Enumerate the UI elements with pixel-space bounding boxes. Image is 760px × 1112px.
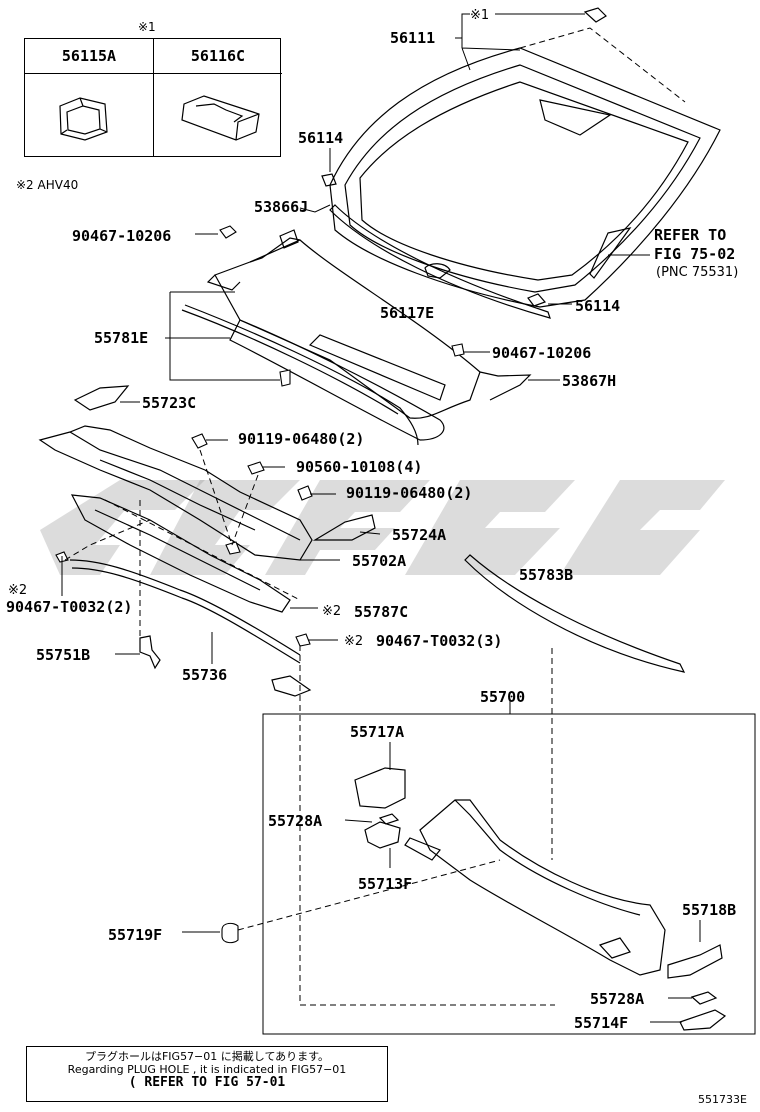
label-55713f: 55713F [358,875,412,893]
label-55723c: 55723C [142,394,196,412]
label-55719f: 55719F [108,926,162,944]
label-55724a: 55724A [392,526,446,544]
label-mark2-left: ※2 [8,583,27,598]
clip-56116c-icon [181,95,260,141]
watermark [40,480,725,575]
label-refer-line3: (PNC 75531) [656,265,738,280]
figure-id: 551733E [698,1093,747,1106]
label-55751b: 55751B [36,646,90,664]
legend-col-56116c: 56116C [153,39,282,156]
label-90467-t0032-a: 90467-T0032(2) [6,598,132,616]
label-55728a-a: 55728A [268,812,322,830]
legend-part-number: 56115A [25,39,153,74]
label-55702a: 55702A [352,552,406,570]
cowl-panel-55781e [73,225,532,446]
leader-lines-box [182,742,701,1023]
label-90467-10206-b: 90467-10206 [492,344,591,362]
windshield-56111 [321,7,721,319]
label-90467-10206-a: 90467-10206 [72,227,171,245]
label-55781e: 55781E [94,329,148,347]
label-55728a-b: 55728A [590,990,644,1008]
label-55714f: 55714F [574,1014,628,1032]
label-55736: 55736 [182,666,227,684]
legend-col-56115a: 56115A [25,39,153,156]
label-mark2-t0032: ※2 [344,634,363,649]
note-line-japanese: プラグホールはFIG57−01 に掲載してあります。 [84,1050,330,1063]
label-56114-top: 56114 [298,129,343,147]
ahv40-note: ※2 AHV40 [16,178,79,192]
note-refer-link[interactable]: ( REFER TO FIG 57-01 [128,1075,286,1090]
plug-hole-note: プラグホールはFIG57−01 に掲載してあります。 Regarding PLU… [26,1046,388,1102]
lower-cowl-55702a [38,425,686,697]
label-refer-line2: FIG 75-02 [654,245,735,263]
note-line-english: Regarding PLUG HOLE , it is indicated in… [67,1063,347,1076]
leader-lines-top [195,13,650,305]
label-90560-10108: 90560-10108(4) [296,458,422,476]
clip-56115a-icon [59,97,108,141]
leader-lines-cowl [120,291,560,403]
leader-lines-lower [61,439,555,1006]
label-56117e: 56117E [380,304,434,322]
label-56111: 56111 [390,29,435,47]
legend-box: 56115A 56116C [24,38,282,157]
label-90467-t0032-b: 90467-T0032(3) [376,632,502,650]
label-90119-06480-a: 90119-06480(2) [238,430,364,448]
label-53866j: 53866J [254,198,308,216]
label-mark2-787: ※2 [322,604,341,619]
label-55700: 55700 [480,688,525,706]
label-refer-line1: REFER TO [654,226,726,244]
label-55783b: 55783B [519,566,573,584]
legend-part-number: 56116C [154,39,282,74]
label-56111-mark: ※1 [470,8,489,23]
label-55787c: 55787C [354,603,408,621]
label-56114-bottom: 56114 [575,297,620,315]
label-55718b: 55718B [682,901,736,919]
label-53867h: 53867H [562,372,616,390]
label-90119-06480-b: 90119-06480(2) [346,484,472,502]
label-55717a: 55717A [350,723,404,741]
legend-mark: ※1 [138,20,156,34]
assembly-box-55700 [221,700,756,1035]
